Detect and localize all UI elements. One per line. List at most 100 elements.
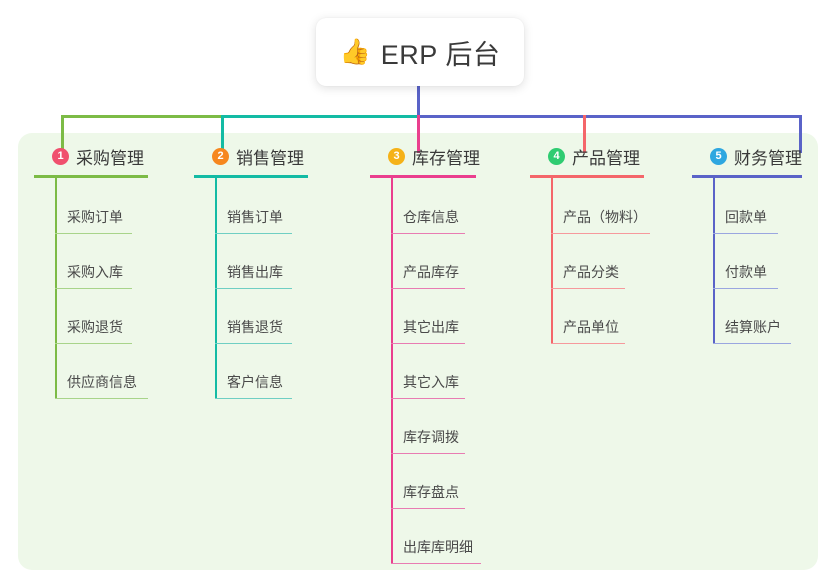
- leaf-item-underline: [391, 562, 481, 564]
- leaf-item-underline: [551, 232, 650, 234]
- branch-title: 财务管理: [734, 148, 802, 168]
- leaf-item[interactable]: 付款单: [692, 237, 802, 292]
- leaf-item-label: 仓库信息: [403, 209, 459, 225]
- branch-underline: [530, 175, 644, 178]
- branch-underline: [370, 175, 476, 178]
- leaf-item-label: 回款单: [725, 209, 767, 225]
- branch-spine: [391, 178, 393, 563]
- leaf-item-label: 库存盘点: [403, 484, 459, 500]
- leaf-item[interactable]: 供应商信息: [34, 347, 148, 402]
- branch-header[interactable]: 2 销售管理: [194, 143, 308, 169]
- branch-number-badge: 5: [710, 147, 727, 165]
- leaf-item-label: 产品单位: [563, 319, 619, 335]
- branch-title: 销售管理: [236, 148, 304, 168]
- leaf-item[interactable]: 产品（物料）: [530, 182, 650, 237]
- branch-number-badge: 4: [548, 147, 565, 165]
- leaf-item[interactable]: 结算账户: [692, 292, 802, 347]
- leaf-item-underline: [713, 232, 778, 234]
- branch-number-badge: 1: [52, 147, 69, 165]
- leaf-item-label: 客户信息: [227, 374, 283, 390]
- leaf-item-underline: [55, 287, 132, 289]
- leaf-item-label: 其它入库: [403, 374, 459, 390]
- branch-column[interactable]: 5 财务管理回款单付款单结算账户: [692, 143, 802, 347]
- root-stem-connector: [417, 86, 420, 117]
- branch-number-badge: 3: [388, 147, 405, 165]
- branch-header[interactable]: 4 产品管理: [530, 143, 644, 169]
- thumbs-up-icon: 👍: [339, 37, 371, 66]
- leaf-item-underline: [391, 507, 465, 509]
- root-node[interactable]: 👍 ERP 后台: [316, 18, 524, 86]
- branch-column[interactable]: 2 销售管理销售订单销售出库销售退货客户信息: [194, 143, 308, 402]
- leaf-item[interactable]: 回款单: [692, 182, 802, 237]
- branch-items: 销售订单销售出库销售退货客户信息: [194, 178, 308, 402]
- leaf-item[interactable]: 库存盘点: [370, 457, 480, 512]
- drop-connector-5: [799, 115, 802, 153]
- branch-title: 库存管理: [412, 148, 480, 168]
- leaf-item[interactable]: 客户信息: [194, 347, 308, 402]
- branch-underline: [692, 175, 802, 178]
- leaf-item[interactable]: 产品单位: [530, 292, 644, 347]
- leaf-item[interactable]: 采购订单: [34, 182, 148, 237]
- branch-items: 回款单付款单结算账户: [692, 178, 802, 347]
- bus-segment-3: [417, 115, 802, 118]
- drop-connector-1: [61, 115, 64, 153]
- leaf-item[interactable]: 出库库明细: [370, 512, 481, 567]
- bus-segment-1: [61, 115, 221, 118]
- branch-underline: [194, 175, 308, 178]
- branch-header[interactable]: 3 库存管理: [370, 143, 480, 169]
- leaf-item-underline: [391, 342, 465, 344]
- leaf-item-label: 采购订单: [67, 209, 123, 225]
- drop-connector-3: [417, 115, 420, 153]
- leaf-item-underline: [391, 452, 465, 454]
- leaf-item-label: 供应商信息: [67, 374, 137, 390]
- branch-column[interactable]: 3 库存管理仓库信息产品库存其它出库其它入库库存调拨库存盘点出库库明细: [370, 143, 481, 567]
- root-title: ERP 后台: [380, 39, 501, 70]
- diagram-canvas: [18, 133, 818, 570]
- leaf-item-label: 产品（物料）: [563, 209, 647, 225]
- branch-column[interactable]: 4 产品管理产品（物料） 产品分类产品单位: [530, 143, 650, 347]
- leaf-item[interactable]: 采购退货: [34, 292, 148, 347]
- leaf-item-label: 销售出库: [227, 264, 283, 280]
- leaf-item-underline: [391, 232, 465, 234]
- leaf-item-underline: [55, 397, 148, 399]
- branch-items: 采购订单采购入库采购退货供应商信息: [34, 178, 148, 402]
- leaf-item[interactable]: 其它出库: [370, 292, 480, 347]
- leaf-item-underline: [391, 397, 465, 399]
- leaf-item[interactable]: 采购入库: [34, 237, 148, 292]
- leaf-item-underline: [391, 287, 465, 289]
- leaf-item-underline: [55, 342, 132, 344]
- leaf-item[interactable]: 库存调拨: [370, 402, 480, 457]
- leaf-item-underline: [55, 232, 132, 234]
- leaf-item-label: 付款单: [725, 264, 767, 280]
- branch-underline: [34, 175, 148, 178]
- branch-spine: [551, 178, 553, 343]
- leaf-item[interactable]: 销售订单: [194, 182, 308, 237]
- leaf-item-label: 库存调拨: [403, 429, 459, 445]
- leaf-item-underline: [215, 397, 292, 399]
- leaf-item-label: 销售退货: [227, 319, 283, 335]
- leaf-item[interactable]: 仓库信息: [370, 182, 480, 237]
- branch-title: 产品管理: [572, 148, 640, 168]
- leaf-item[interactable]: 产品库存: [370, 237, 480, 292]
- leaf-item-label: 采购退货: [67, 319, 123, 335]
- leaf-item-label: 结算账户: [725, 319, 781, 335]
- leaf-item[interactable]: 产品分类: [530, 237, 644, 292]
- leaf-item-underline: [215, 287, 292, 289]
- leaf-item-label: 销售订单: [227, 209, 283, 225]
- branch-number-badge: 2: [212, 147, 229, 165]
- leaf-item-underline: [215, 232, 292, 234]
- branch-spine: [713, 178, 715, 343]
- leaf-item[interactable]: 其它入库: [370, 347, 480, 402]
- leaf-item-underline: [713, 342, 791, 344]
- branch-items: 产品（物料） 产品分类产品单位: [530, 178, 650, 347]
- leaf-item-label: 产品库存: [403, 264, 459, 280]
- bus-segment-2: [221, 115, 417, 118]
- drop-connector-4: [583, 115, 586, 153]
- branch-items: 仓库信息产品库存其它出库其它入库库存调拨库存盘点出库库明细: [370, 178, 481, 567]
- leaf-item[interactable]: 销售出库: [194, 237, 308, 292]
- branch-header[interactable]: 5 财务管理: [692, 143, 802, 169]
- leaf-item-underline: [551, 342, 625, 344]
- leaf-item[interactable]: 销售退货: [194, 292, 308, 347]
